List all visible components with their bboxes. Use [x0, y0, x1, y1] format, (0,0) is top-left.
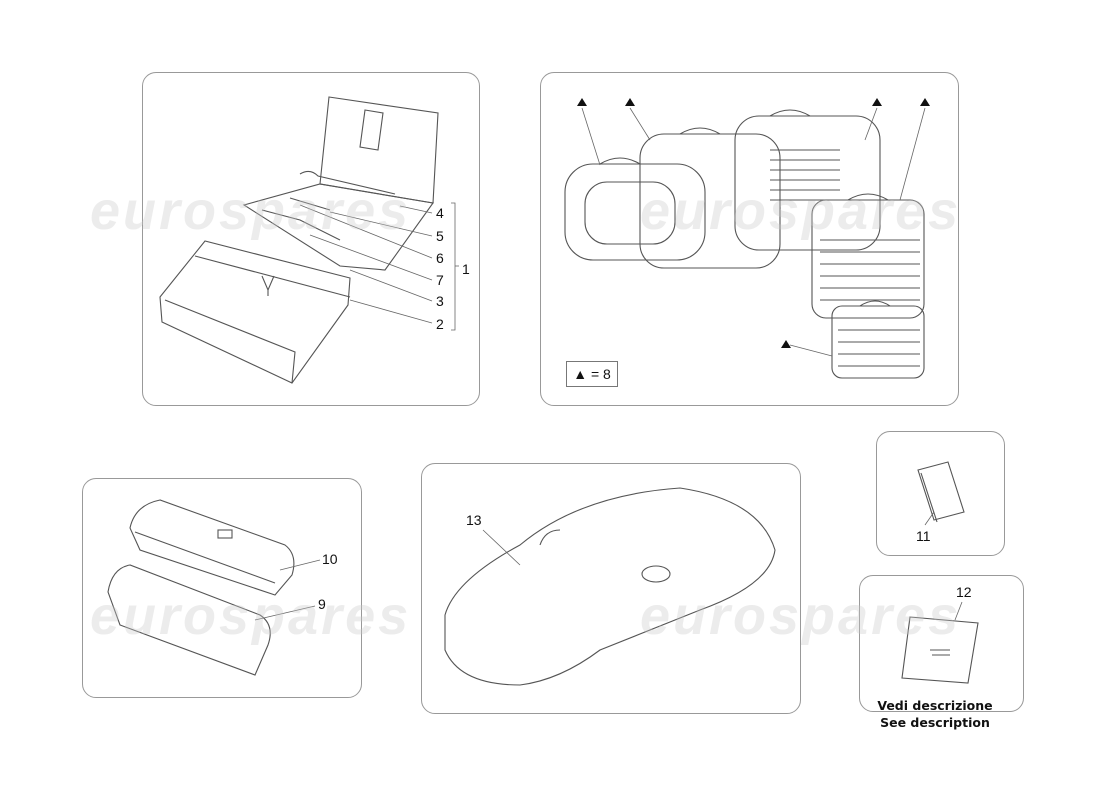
- see-description-note: Vedi descrizione See description: [860, 697, 1010, 731]
- booklet-drawing: [917, 461, 965, 523]
- part-label-11: 11: [916, 528, 931, 544]
- luggage-leaders: [581, 107, 926, 357]
- quantity-legend: ▲ = 8: [566, 361, 618, 387]
- triangle-icon: ▲: [573, 366, 588, 382]
- watermark: eurospares: [90, 181, 412, 241]
- watermark: eurospares: [90, 586, 412, 646]
- tool-kit-leaders: [299, 202, 459, 331]
- part-label-6: 6: [436, 250, 444, 266]
- part-label-10: 10: [322, 551, 338, 567]
- note-italian: Vedi descrizione: [877, 698, 993, 713]
- watermark: eurospares: [640, 586, 962, 646]
- panel-car-cover: [421, 463, 801, 714]
- panel-luggage: [540, 72, 959, 406]
- legend-text: = 8: [590, 366, 611, 382]
- panel-tool-kit: [142, 72, 480, 406]
- part-label-7: 7: [436, 272, 444, 288]
- luggage-drawing: [564, 109, 925, 379]
- car-cover-drawing: [444, 487, 776, 686]
- panel-documents: [859, 575, 1024, 712]
- triangle-markers: [577, 98, 930, 348]
- part-label-9: 9: [318, 596, 326, 612]
- part-label-3: 3: [436, 293, 444, 309]
- panel-booklet: [876, 431, 1005, 556]
- panel-wheel-covers: [82, 478, 362, 698]
- note-english: See description: [880, 715, 990, 730]
- tool-pouch-drawing: [159, 240, 351, 384]
- tool-case-drawing: [242, 96, 439, 271]
- documents-drawing: [901, 616, 979, 684]
- part-label-5: 5: [436, 228, 444, 244]
- part-label-2: 2: [436, 316, 444, 332]
- part-label-4: 4: [436, 205, 444, 221]
- part-label-1: 1: [462, 261, 470, 277]
- wheel-cover-bags-drawing: [107, 499, 295, 676]
- watermark: eurospares: [640, 181, 962, 241]
- part-label-13: 13: [466, 512, 482, 528]
- part-label-12: 12: [956, 584, 972, 600]
